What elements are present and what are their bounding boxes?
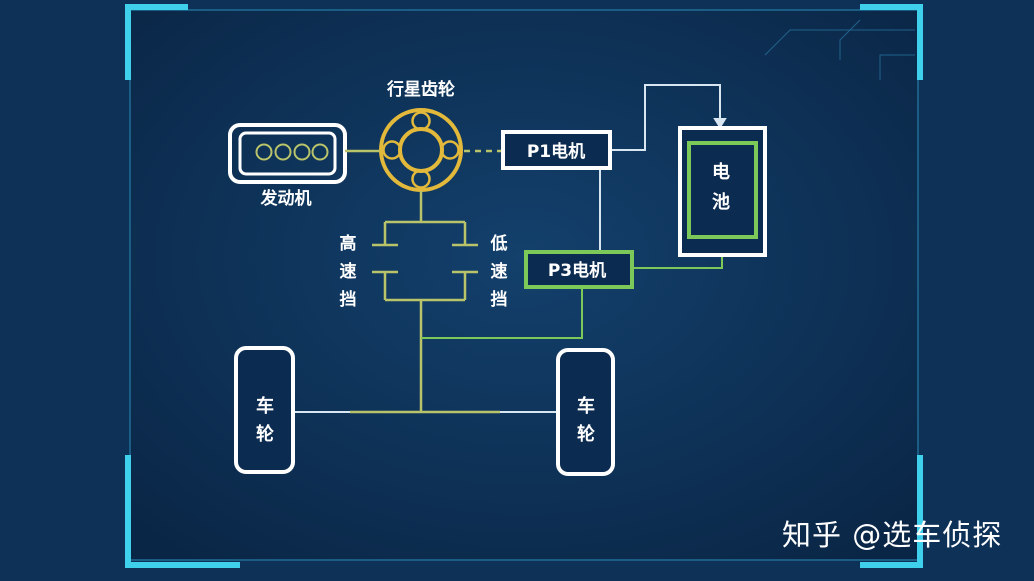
low-gear-char: 挡 xyxy=(491,289,508,310)
battery: 电 池 xyxy=(678,126,767,257)
low-gear-label: 低 速 挡 xyxy=(490,233,508,310)
wheel-right-char: 车 xyxy=(577,395,595,417)
corner-top-right xyxy=(860,4,923,80)
watermark: 知乎 @选车侦探 xyxy=(782,518,1003,552)
arrow-icon xyxy=(713,118,727,129)
p1-battery-line xyxy=(611,84,721,151)
p1-motor: P1电机 xyxy=(501,130,612,170)
battery-label-char: 池 xyxy=(712,191,730,213)
high-gear-char: 挡 xyxy=(340,289,357,310)
engine-label: 发动机 xyxy=(260,188,312,209)
p1-motor-label: P1电机 xyxy=(527,141,585,162)
low-gear-char: 速 xyxy=(491,261,508,282)
electric-connections xyxy=(294,84,727,413)
wheel-left-char: 车 xyxy=(256,395,274,417)
p3-motor: P3电机 xyxy=(524,250,634,289)
corner-bottom-left xyxy=(125,455,240,568)
circuit-decoration xyxy=(764,19,915,80)
p3-drive-line xyxy=(421,256,723,339)
mechanical-connections xyxy=(345,149,502,414)
wheel-left-char: 轮 xyxy=(256,423,274,445)
p3-motor-label: P3电机 xyxy=(548,260,606,281)
low-gear-char: 低 xyxy=(490,233,508,254)
engine xyxy=(228,123,347,184)
planetary-gear-label: 行星齿轮 xyxy=(386,79,455,100)
frame-corners xyxy=(125,4,923,568)
high-gear-char: 速 xyxy=(340,261,357,282)
high-gear-label: 高 速 挡 xyxy=(340,233,357,310)
battery-label-char: 电 xyxy=(712,161,730,183)
wheel-left: 车 轮 xyxy=(234,346,295,474)
corner-bottom-right xyxy=(860,455,923,568)
gear-shift-clutches xyxy=(372,191,478,412)
corner-top-left xyxy=(125,4,188,80)
high-gear-char: 高 xyxy=(340,233,357,254)
planetary-gear-icon xyxy=(379,108,463,192)
engine-cylinders-icon xyxy=(255,143,329,161)
wheel-right-char: 轮 xyxy=(577,423,595,445)
wheel-right: 车 轮 xyxy=(556,348,615,476)
